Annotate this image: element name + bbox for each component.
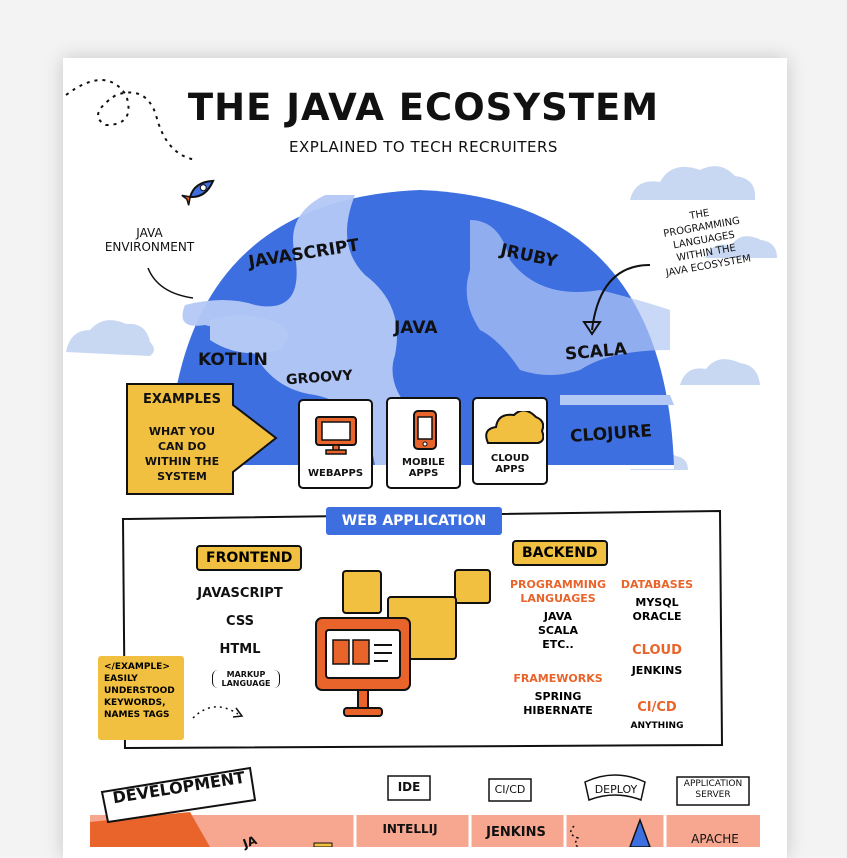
frontend-tag: FRONTEND bbox=[196, 545, 303, 571]
frontend-item: JAVASCRIPT bbox=[197, 586, 283, 601]
globe-label-java: JAVA bbox=[394, 318, 438, 338]
ide-label: IDE bbox=[397, 780, 421, 794]
backend-item: ORACLE bbox=[632, 610, 682, 623]
examples-heading: EXAMPLES bbox=[143, 392, 221, 407]
backend-item: SPRING bbox=[534, 690, 582, 703]
backend-item: ETC.. bbox=[542, 638, 574, 651]
backend-item: MYSQL bbox=[635, 596, 679, 609]
backend-tag: BACKEND bbox=[512, 540, 608, 566]
rocket-icon bbox=[181, 179, 215, 206]
ide-value: INTELLIJ bbox=[382, 822, 438, 836]
backend-item: HIBERNATE bbox=[523, 704, 593, 717]
webapps-card: WEBAPPS bbox=[298, 399, 373, 489]
backend-cloud: CLOUD JENKINS bbox=[612, 644, 702, 678]
monitor-illustration bbox=[315, 569, 491, 717]
cicd-value: JENKINS bbox=[486, 825, 546, 840]
deploy-label: DEPLOY bbox=[594, 783, 638, 796]
web-application-heading: WEB APPLICATION bbox=[326, 507, 502, 535]
monitor-icon bbox=[315, 416, 357, 455]
page-title: THE JAVA ECOSYSTEM bbox=[187, 86, 660, 129]
phone-icon bbox=[413, 410, 437, 450]
cicd-label: CI/CD bbox=[494, 783, 526, 796]
backend-item: JAVA bbox=[543, 610, 573, 623]
frontend-item: HTML bbox=[219, 642, 261, 657]
frontend-item: CSS bbox=[226, 614, 254, 629]
frontend-items: JAVASCRIPT CSS HTML bbox=[186, 585, 294, 658]
backend-programming-languages: PROGRAMMING LANGUAGES JAVA SCALA ETC.. bbox=[509, 578, 607, 651]
page-subtitle: EXPLAINED TO TECH RECRUITERS bbox=[289, 138, 558, 156]
application-server-value: APACHE bbox=[691, 832, 739, 846]
globe-label-kotlin: KOTLIN bbox=[198, 350, 268, 370]
globe-graphic bbox=[168, 190, 674, 469]
example-note: </EXAMPLE> EASILY UNDERSTOOD KEYWORDS, N… bbox=[98, 656, 184, 740]
webapps-label: WEBAPPS bbox=[307, 468, 364, 479]
backend-item: ANYTHING bbox=[630, 721, 684, 731]
backend-databases: DATABASES MYSQL ORACLE bbox=[612, 578, 702, 624]
backend-frameworks: FRAMEWORKS SPRING HIBERNATE bbox=[508, 672, 608, 718]
backend-item: JENKINS bbox=[631, 664, 683, 677]
backend-item: SCALA bbox=[537, 624, 579, 637]
dotted-path bbox=[65, 79, 197, 161]
cloud-icon bbox=[485, 411, 544, 444]
backend-cicd: CI/CD ANYTHING bbox=[612, 701, 702, 733]
